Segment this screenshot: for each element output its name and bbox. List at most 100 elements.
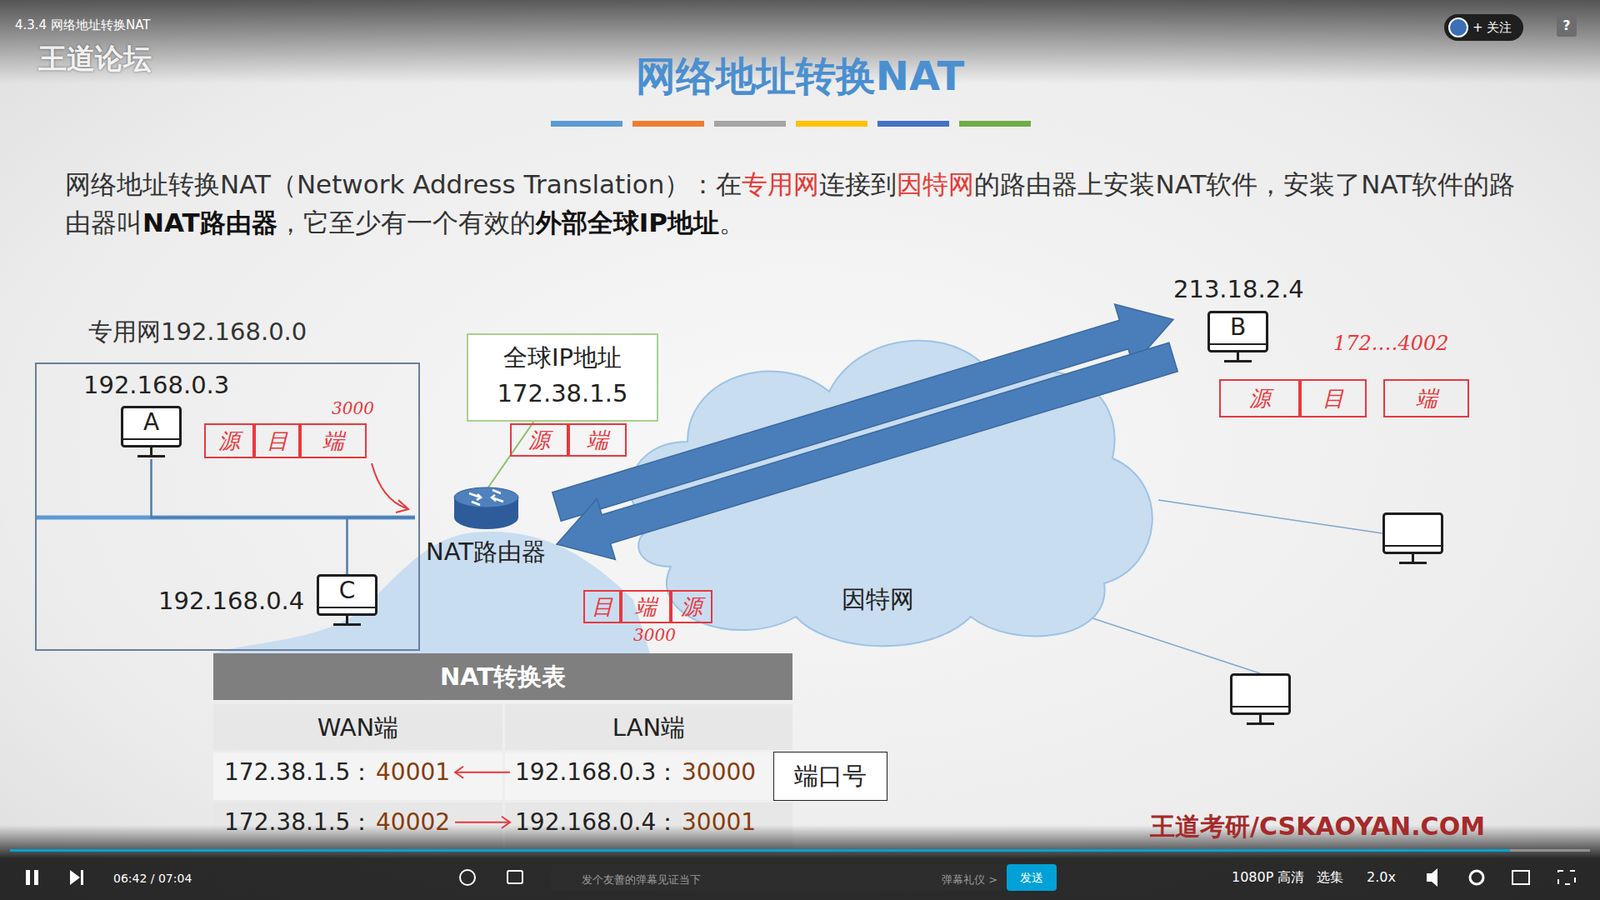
table-port: 40001 (375, 758, 450, 787)
hand-packet-cell-text: 源 (680, 594, 703, 620)
monitor-screen (1384, 514, 1443, 554)
host-letter: B (1230, 313, 1246, 341)
table-ip: 192.168.0.3： (515, 758, 680, 787)
paragraph-text: 外部全球IP地址 (535, 207, 720, 238)
forum-watermark-text: 王道论坛 (38, 41, 152, 75)
title-bar-orange (632, 120, 705, 127)
video-title: 4.3.4 网络地址转换NAT (15, 16, 150, 33)
host-ip: 192.168.0.4 (158, 586, 305, 615)
global-ip-callout: 全球IP地址 172.38.1.5 (466, 333, 659, 422)
hand-packet-cell: 源 (510, 423, 569, 457)
host-letter-wrap: A (120, 407, 182, 441)
cloud-outline (630, 340, 1152, 647)
player-time: 06:42 / 07:04 (113, 870, 192, 886)
monitor-base (137, 455, 165, 458)
hand-packet-cell-text: 源 (528, 427, 550, 453)
host-ip-wrap: 213.18.2.4 (1173, 275, 1305, 304)
table-cell (505, 752, 793, 800)
port-note-box: 端口号 (773, 751, 888, 801)
hand-port-text: 3000 (633, 625, 676, 645)
table-ip-text: 192.168.0.3： (515, 758, 680, 786)
hand-packet-cell-text: 目 (1322, 385, 1345, 411)
slide-title: 网络地址转换NAT (635, 52, 965, 100)
title-bar-grey (714, 120, 786, 127)
lan-link (151, 459, 416, 518)
table-column-head-text: LAN端 (612, 713, 685, 742)
title-bar-yellow (795, 120, 868, 127)
callout-text: 全球IP地址 172.38.1.5 (497, 343, 629, 408)
monitor-base (1399, 561, 1427, 565)
monitor-chin (122, 438, 181, 440)
hand-table-arrow (455, 821, 510, 824)
settings-icon (1470, 870, 1484, 885)
table-port: 40002 (375, 808, 450, 837)
hand-packet-cell-text: 目 (266, 428, 289, 454)
monitor-chin (318, 606, 377, 609)
send-button: 发送 (1006, 864, 1057, 891)
monitor-chin (1384, 545, 1443, 547)
table-column-head: WAN端 (213, 705, 503, 750)
speed-button-text: 2.0x (1366, 869, 1396, 885)
hand-packet-cell: 目 (1300, 379, 1367, 418)
table-column-head: LAN端 (505, 705, 793, 750)
paragraph-text: 。 (719, 207, 745, 238)
hand-port-text: 3000 (331, 398, 375, 419)
network-heading-wrap: 专用网192.168.0.0 (88, 315, 307, 350)
hand-arrow-head (395, 500, 409, 513)
episodes-button: 选集 (1316, 869, 1344, 885)
hand-packet-cell-text: 端 (1415, 385, 1438, 411)
slide-title-wrap: 网络地址转换NAT (0, 50, 1600, 104)
internet-host (1384, 514, 1443, 564)
hand-packet-cell: 端 (620, 590, 671, 624)
host-monitor: A (120, 405, 182, 460)
monitor-neck (1236, 351, 1240, 360)
pause-bar (25, 870, 30, 885)
table-ip-text: 192.168.0.4： (515, 808, 680, 836)
site-watermark: 王道考研/CSKAOYAN.COM (1150, 811, 1485, 842)
table-head-cell (213, 704, 503, 750)
danmaku-etiquette-text: 弹幕礼仪 > (941, 873, 998, 886)
paragraph-text: 专用网 (741, 169, 820, 200)
table-port: 30000 (681, 758, 756, 787)
host-monitor: C (316, 574, 378, 628)
hand-packet-cell: 端 (300, 423, 367, 459)
hand-packet-cell-text: 源 (1249, 385, 1271, 411)
title-bar-blue (550, 120, 623, 127)
hand-packet-cell: 源 (204, 423, 255, 459)
danmaku-settings (507, 870, 523, 884)
hand-table-arrow (455, 771, 510, 774)
table-ip-text: 172.38.1.5： (224, 758, 374, 786)
table-ip: 192.168.0.4： (515, 808, 680, 837)
hand-arrow-to-router (371, 463, 407, 509)
cloud-host-link (1075, 612, 1260, 674)
host-a: 192.168.0.3A (83, 370, 230, 460)
hand-table-arrow-head (455, 766, 464, 779)
danmaku-etiquette: 弹幕礼仪 > (941, 870, 998, 887)
paragraph-text: 因特网 (896, 169, 975, 200)
hand-packet-cell: 源 (1219, 379, 1300, 418)
forum-watermark: 王道论坛 (38, 41, 152, 76)
volume-icon (1426, 868, 1438, 887)
monitor-neck (1259, 714, 1262, 723)
table-port: 30001 (681, 808, 756, 837)
hand-packet-cell: 端 (1383, 379, 1470, 418)
next-icon-bar (80, 870, 84, 885)
video-title-text: 4.3.4 网络地址转换NAT (15, 17, 150, 33)
site-watermark-text: 王道考研/CSKAOYAN.COM (1150, 811, 1485, 841)
definition-paragraph: 网络地址转换NAT（Network Address Translation）：在… (65, 165, 1534, 242)
hand-packet-cell-text: 源 (218, 428, 240, 454)
monitor-chin (1231, 705, 1290, 708)
table-ip: 172.38.1.5： (224, 758, 374, 787)
danmaku-placeholder-text: 发个友善的弹幕见证当下 (581, 873, 701, 886)
monitor-chin (1209, 343, 1268, 345)
host-ip: 192.168.0.3 (83, 370, 230, 400)
cloud-host-link (1158, 500, 1383, 534)
host-c: 192.168.0.4 C (158, 574, 378, 628)
box-text: 端口号 (794, 761, 867, 790)
monitor-screen (122, 407, 181, 447)
table-title: NAT转换表 (440, 662, 566, 691)
hand-address: 172.…4002 (1333, 331, 1450, 356)
follow-logo (1447, 16, 1470, 39)
internet-host (1231, 675, 1290, 725)
network-heading: 专用网192.168.0.0 (88, 317, 307, 346)
